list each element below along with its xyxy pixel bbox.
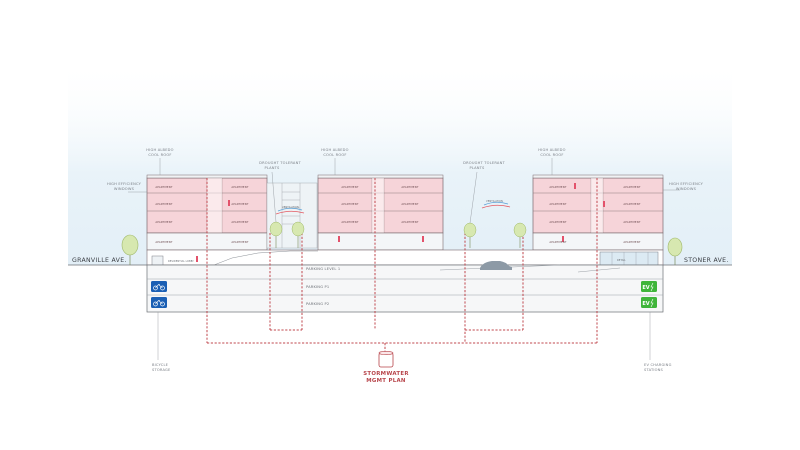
apartment-label: APARTMENT	[155, 185, 173, 189]
apartment-label: APARTMENT	[341, 202, 359, 206]
parking-p1-label: PARKING P1	[306, 285, 329, 289]
right-building	[532, 174, 664, 251]
apartment-label: APARTMENT	[231, 185, 249, 189]
apartment-labels: APARTMENT APARTMENT APARTMENT APARTMENT …	[155, 185, 641, 244]
stormwater-label-line2: MGMT PLAN	[366, 378, 406, 384]
callout-leaders	[128, 158, 680, 360]
parking-p2-label: PARKING P2	[306, 302, 329, 306]
bicycle-storage-label-2: STORAGE	[152, 368, 171, 372]
apartment-label: APARTMENT	[401, 220, 419, 224]
stormwater-piping	[206, 178, 598, 353]
apartment-label: APARTMENT	[549, 185, 567, 189]
ev-stations-label-2: STATIONS	[644, 368, 664, 372]
cool-roof-left-label-1: HIGH ALBEDO	[146, 148, 173, 152]
tree-icon	[269, 221, 283, 248]
apartment-label: APARTMENT	[549, 202, 567, 206]
stormwater-label-line1: STORMWATER	[363, 371, 409, 377]
apartment-label: APARTMENT	[341, 220, 359, 224]
stormwater-tank-icon	[378, 351, 394, 368]
cool-roof-right-label-2: COOL ROOF	[540, 153, 563, 157]
apartment-label: APARTMENT	[549, 240, 567, 244]
parking-level-1-label: PARKING LEVEL 1	[306, 267, 340, 271]
bicycle-storage-label-1: BICYCLE	[152, 363, 169, 367]
drought-plants-right-label-1: DROUGHT TOLERANT	[463, 161, 505, 165]
apartment-label: APARTMENT	[623, 202, 641, 206]
tree-icon	[291, 221, 305, 248]
drought-plants-left-label-2: PLANTS	[264, 166, 280, 170]
ev-charging-icon: EV	[641, 281, 657, 292]
ventilation-label: VENTILATION	[486, 200, 503, 203]
windows-left-label-1: HIGH EFFICIENCY	[107, 182, 142, 186]
apartment-label: APARTMENT	[231, 202, 249, 206]
retail-label: RETAIL	[617, 259, 626, 262]
podium	[146, 249, 664, 266]
tree-icon	[667, 237, 683, 265]
ev-stations-label-1: EV CHARGING	[644, 363, 672, 367]
lobby-door	[151, 255, 164, 266]
left-atrium	[266, 182, 318, 249]
apartment-label: APARTMENT	[623, 220, 641, 224]
drought-plants-left-label-1: DROUGHT TOLERANT	[259, 161, 301, 165]
apartment-label: APARTMENT	[231, 220, 249, 224]
parking-levels	[146, 264, 664, 313]
apartment-label: APARTMENT	[401, 185, 419, 189]
cool-roof-right-label-1: HIGH ALBEDO	[538, 148, 565, 152]
windows-right-label-2: WINDOWS	[676, 187, 697, 191]
apartment-label: APARTMENT	[401, 202, 419, 206]
car-icon	[480, 261, 512, 270]
street-left-label: GRANVILLE AVE.	[72, 257, 127, 264]
cool-roof-mid-label-1: HIGH ALBEDO	[321, 148, 348, 152]
person-icon	[196, 183, 605, 262]
apartment-label: APARTMENT	[623, 185, 641, 189]
bicycle-icon	[151, 281, 167, 292]
middle-building	[317, 174, 444, 251]
apartment-label: APARTMENT	[155, 202, 173, 206]
apartment-label: APARTMENT	[155, 220, 173, 224]
tree-icon	[513, 222, 527, 248]
windows-left-label-2: WINDOWS	[114, 187, 135, 191]
bicycle-icon	[151, 297, 167, 308]
apartment-label: APARTMENT	[549, 220, 567, 224]
tree-icon	[121, 234, 139, 265]
ventilation-arrow-icon	[275, 201, 511, 215]
cool-roof-left-label-2: COOL ROOF	[148, 153, 171, 157]
cool-roof-mid-label-2: COOL ROOF	[323, 153, 346, 157]
ev-badge-text: EV	[642, 301, 649, 307]
residential-lobby-label: RESIDENTIAL LOBBY	[168, 260, 194, 263]
windows-right-label-1: HIGH EFFICIENCY	[669, 182, 704, 186]
ventilation-label: VENTILATION	[282, 206, 299, 209]
apartment-label: APARTMENT	[155, 240, 173, 244]
apartment-label: APARTMENT	[623, 240, 641, 244]
ev-charging-icon: EV	[641, 297, 657, 308]
ev-badge-text: EV	[642, 285, 649, 291]
drought-plants-right-label-2: PLANTS	[469, 166, 485, 170]
retail-glazing	[599, 251, 659, 266]
apartment-label: APARTMENT	[341, 185, 359, 189]
apartment-label: APARTMENT	[231, 240, 249, 244]
street-right-label: STONER AVE.	[684, 257, 729, 264]
